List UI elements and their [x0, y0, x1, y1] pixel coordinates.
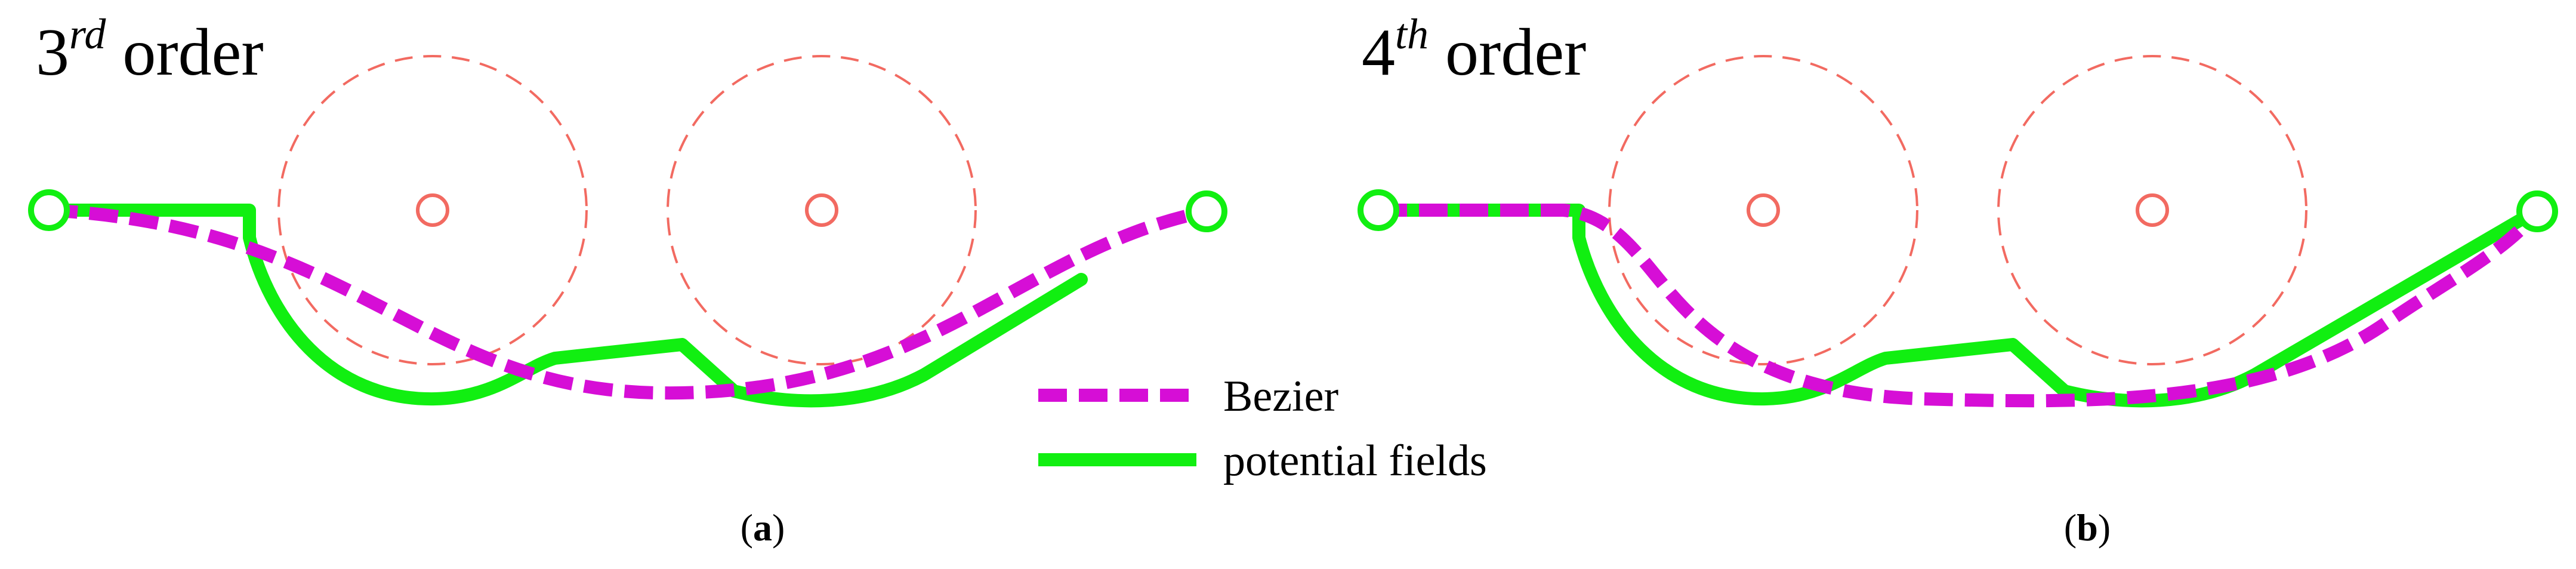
- panel-a-potential-fields-path: [41, 204, 1088, 408]
- panel-b: 4th order (b): [1358, 10, 2558, 549]
- obstacle-3-center: [1747, 193, 1780, 227]
- obstacle-2-radius: [667, 55, 977, 365]
- panel-a-title: 3rd order: [36, 10, 264, 90]
- panel-b-obstacles: [1608, 55, 2307, 365]
- panel-b-title: 4th order: [1362, 10, 1586, 90]
- obstacle-1-center: [416, 193, 449, 227]
- obstacle-4-radius: [1997, 55, 2307, 365]
- legend-potential-label: potential fields: [1223, 436, 1487, 485]
- panel-a-start-point: [28, 189, 70, 231]
- legend-bezier-label: Bezier: [1223, 372, 1338, 421]
- panel-a-goal-point: [1186, 190, 1227, 232]
- panel-b-potential-fields-path: [1371, 204, 2544, 408]
- panel-b-goal-point: [2516, 190, 2558, 232]
- obstacle-4-center: [2136, 193, 2169, 227]
- legend: Bezier potential fields: [1038, 372, 1487, 485]
- panel-a-obstacles: [277, 55, 977, 365]
- obstacle-2-center: [805, 193, 838, 227]
- panel-b-start-point: [1358, 189, 1399, 231]
- panel-a: 3rd order (a): [28, 10, 1227, 549]
- obstacle-3-radius: [1608, 55, 1918, 365]
- panel-b-bezier-path: [1378, 204, 2543, 408]
- panel-b-caption: (b): [2064, 506, 2111, 549]
- panel-a-caption: (a): [741, 506, 785, 549]
- obstacle-1-radius: [277, 55, 588, 365]
